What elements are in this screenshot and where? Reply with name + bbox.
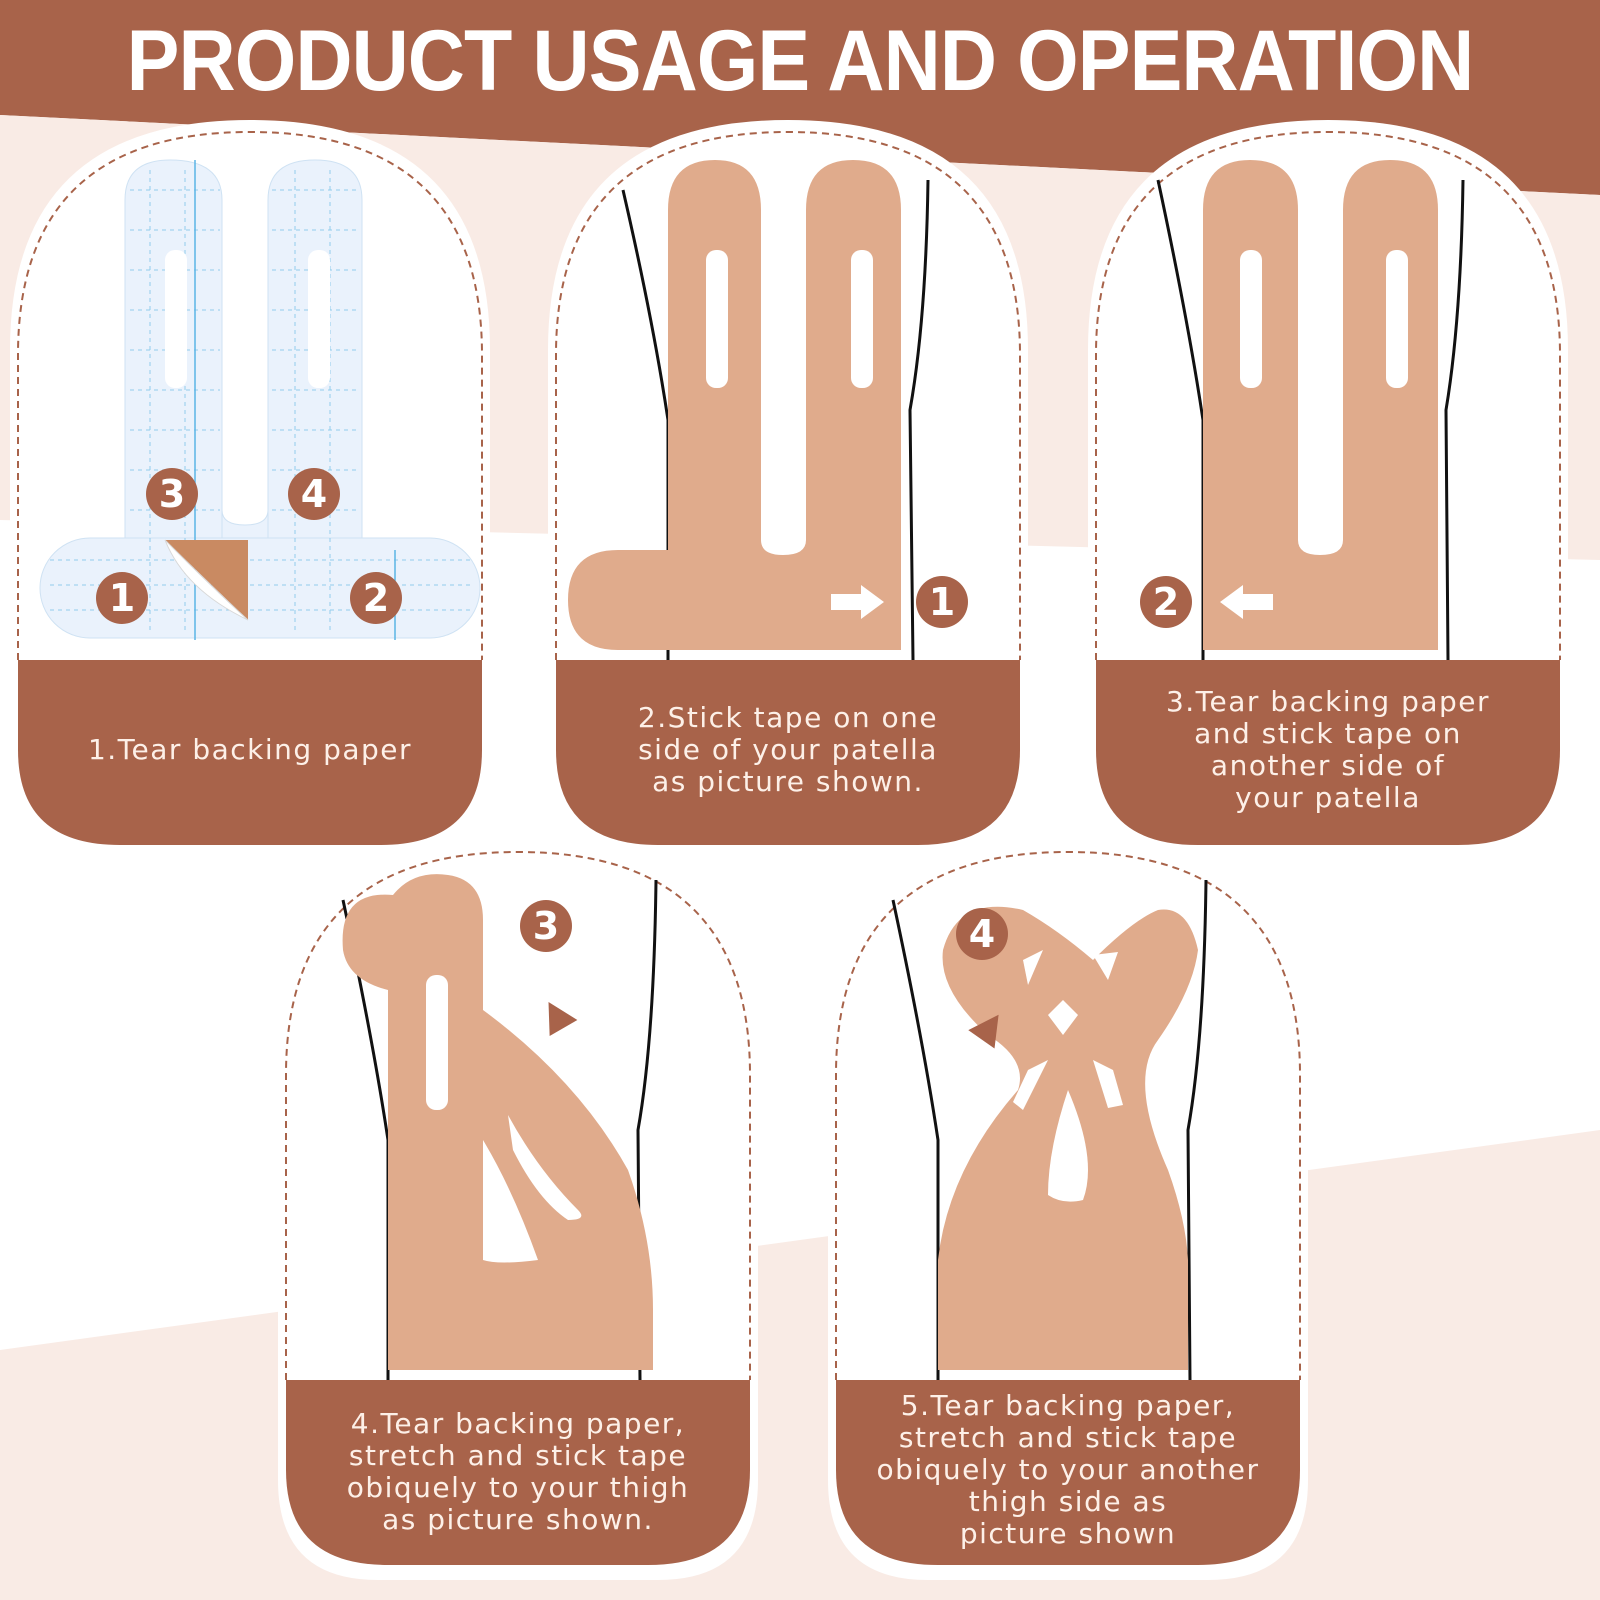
badge-2: 2: [1140, 576, 1192, 628]
badge-4: 4: [288, 468, 340, 520]
step-card-2: 1 2.Stick tape on one side of your patel…: [548, 120, 1028, 860]
step-card-4: 3 4.Tear backing paper, stretch and stic…: [278, 840, 758, 1580]
step-card-5: 4 5.Tear backing paper, stretch and stic…: [828, 840, 1308, 1580]
badge-1: 1: [916, 576, 968, 628]
step-1-caption: 1.Tear backing paper: [87, 733, 413, 766]
step-1-illustration: [10, 120, 490, 860]
step-3-caption: 3.Tear backing paper and stick tape on a…: [1165, 685, 1491, 814]
step-4-illustration: [278, 840, 758, 1580]
step-card-1: 3 4 1 2 1.Tear backing paper: [10, 120, 490, 860]
badge-3: 3: [146, 468, 198, 520]
step-5-caption: 5.Tear backing paper, stretch and stick …: [876, 1389, 1260, 1550]
badge-3: 3: [520, 900, 572, 952]
page-title: PRODUCT USAGE AND OPERATION: [126, 13, 1475, 109]
step-4-caption: 4.Tear backing paper, stretch and stick …: [346, 1407, 690, 1536]
badge-4: 4: [956, 908, 1008, 960]
step-5-illustration: [828, 840, 1308, 1580]
badge-1: 1: [96, 572, 148, 624]
badge-2: 2: [350, 572, 402, 624]
step-2-illustration: [548, 120, 1028, 860]
step-card-3: 2 3.Tear backing paper and stick tape on…: [1088, 120, 1568, 860]
step-2-caption: 2.Stick tape on one side of your patella…: [637, 701, 939, 798]
step-3-illustration: [1088, 120, 1568, 860]
